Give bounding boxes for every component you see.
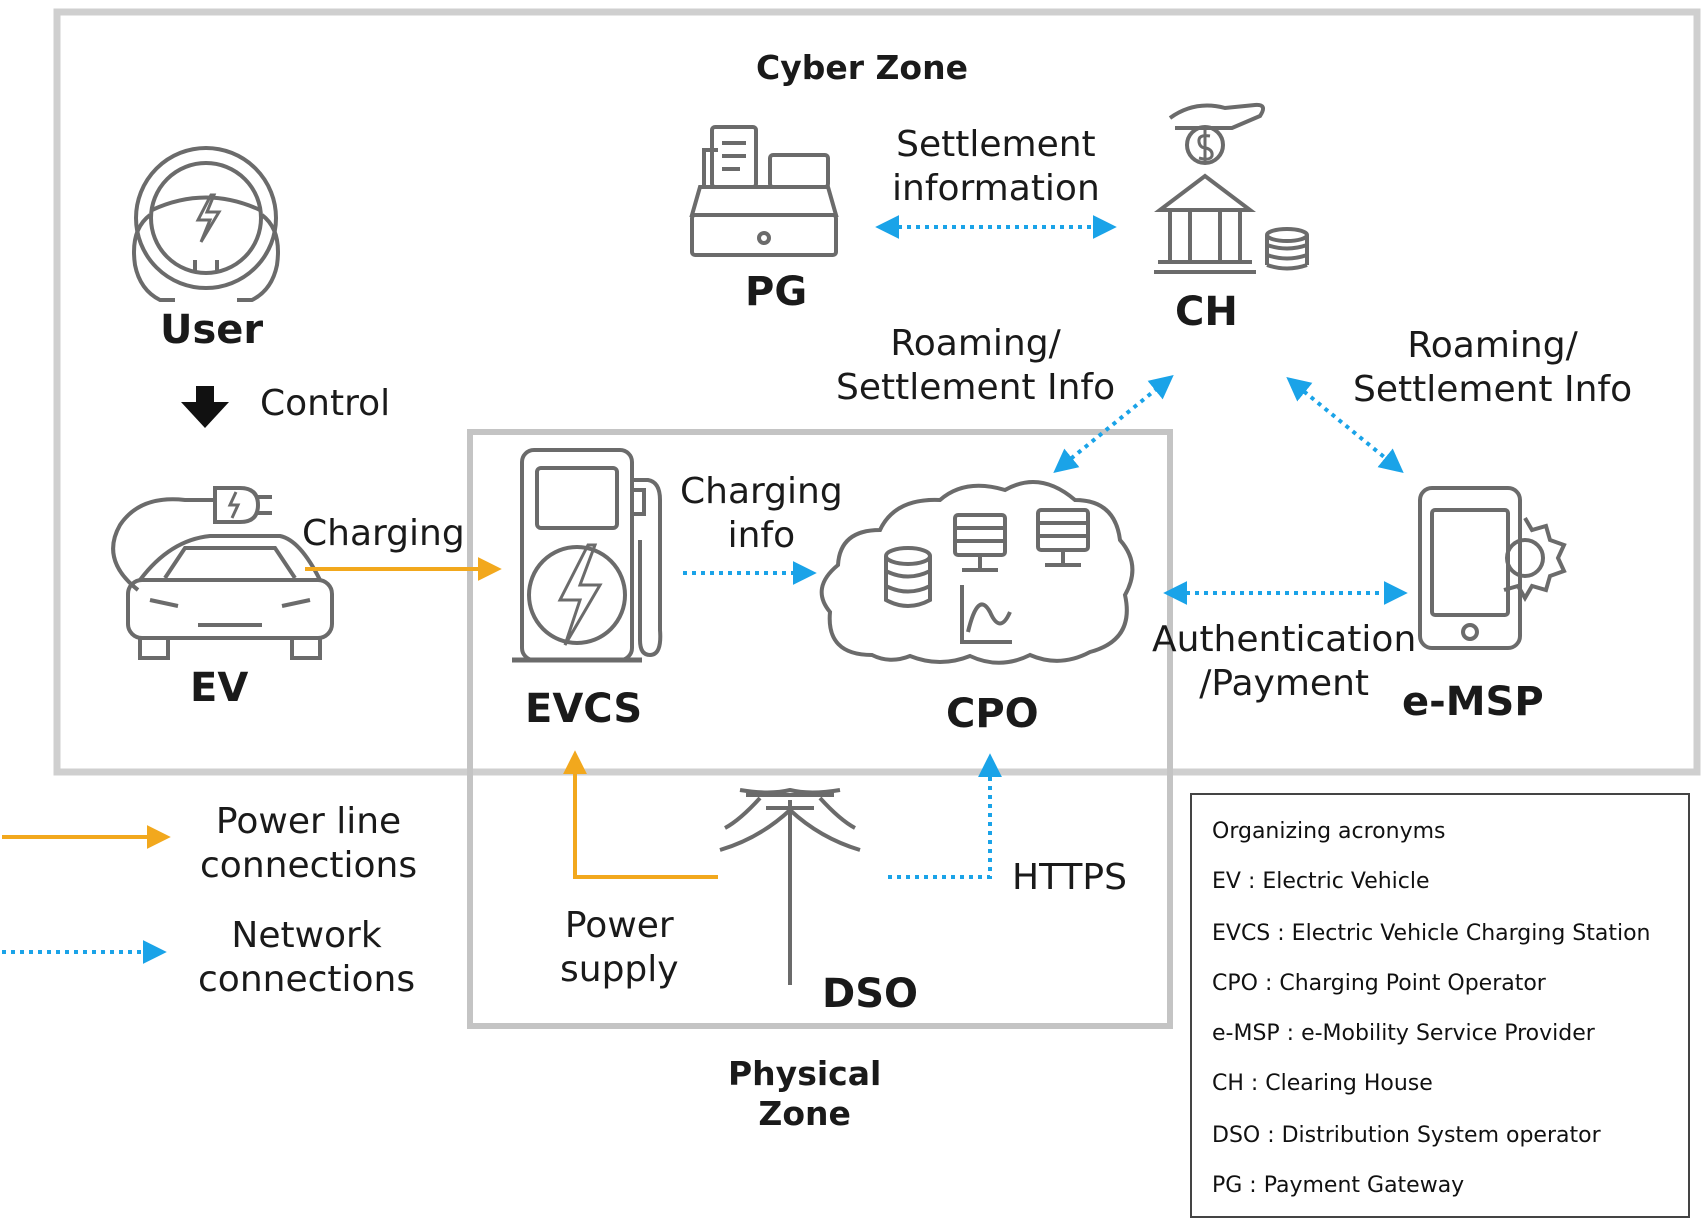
cloud-server-icon	[819, 480, 1135, 665]
roaming-left-line-2: Settlement Info	[836, 366, 1116, 408]
plug-icon	[111, 486, 272, 592]
settlement-information-line-1: Settlement	[896, 124, 1096, 165]
physical-zone-line-1: Physical	[728, 1054, 882, 1093]
cpo-ch-link	[1053, 374, 1174, 474]
acronym-legend-box: Organizing acronyms EV : Electric Vehicl…	[1190, 793, 1690, 1218]
acronym-item: CPO : Charging Point Operator	[1212, 971, 1546, 996]
https-link	[888, 753, 1002, 879]
cyber-zone-box	[53, 8, 1701, 776]
car-icon	[126, 534, 334, 660]
legend-network-text-1: Network	[231, 915, 382, 956]
legend-network-text-2: connections	[198, 958, 416, 1000]
node-cpo: CPO	[946, 691, 1039, 737]
node-pg: PG	[745, 269, 808, 315]
legend-network-label: Network connections	[198, 914, 415, 1002]
charging-info-line-1: Charging	[680, 471, 843, 512]
node-ch: CH	[1175, 289, 1238, 335]
roaming-left-line-1: Roaming/	[890, 323, 1061, 364]
acronym-item: PG : Payment Gateway	[1212, 1173, 1465, 1198]
phone-gear-icon	[1418, 486, 1567, 650]
edge-label-https: HTTPS	[1012, 857, 1127, 898]
legend-power-line-label: Power line connections	[200, 800, 417, 888]
edge-label-settlement-information: Settlement information	[892, 123, 1100, 211]
physical-zone-box	[467, 429, 1173, 1029]
node-evcs: EVCS	[525, 686, 643, 732]
legend-power-line-text-2: connections	[200, 844, 418, 886]
acronym-item: EV : Electric Vehicle	[1212, 869, 1430, 894]
physical-zone-line-2: Zone	[758, 1094, 851, 1134]
edge-label-authentication: Authentication /Payment	[1152, 618, 1416, 706]
acronym-item: CH : Clearing House	[1212, 1071, 1433, 1096]
acronym-title: Organizing acronyms	[1212, 819, 1446, 844]
clearing-house-icon	[1154, 102, 1309, 274]
node-ev: EV	[190, 665, 249, 711]
edge-label-charging: Charging	[302, 513, 465, 554]
acronym-item: e-MSP : e-Mobility Service Provider	[1212, 1021, 1595, 1046]
power-supply-line-2: supply	[560, 948, 679, 990]
roaming-right-line-1: Roaming/	[1407, 325, 1578, 366]
settlement-information-line-2: information	[892, 167, 1100, 209]
edge-label-roaming-right: Roaming/ Settlement Info	[1353, 324, 1632, 412]
roaming-right-line-2: Settlement Info	[1353, 368, 1633, 410]
edge-label-control: Control	[260, 383, 391, 424]
authentication-line-1: Authentication	[1152, 619, 1417, 660]
control-arrow	[181, 386, 229, 428]
charging-info-line-2: info	[727, 514, 796, 556]
edge-label-power-supply: Power supply	[560, 904, 679, 992]
power-supply-line-1: Power	[564, 905, 674, 946]
acronym-item: DSO : Distribution System operator	[1212, 1123, 1601, 1148]
charging-station-icon	[512, 448, 663, 663]
ch-emsp-link	[1286, 376, 1404, 474]
cash-register-icon	[689, 125, 839, 257]
node-dso: DSO	[822, 971, 919, 1017]
edge-label-charging-info: Charging info	[680, 470, 843, 558]
node-user: User	[160, 307, 264, 353]
authentication-line-2: /Payment	[1199, 662, 1369, 704]
legend-power-line-text-1: Power line	[215, 801, 402, 842]
physical-zone-label: Physical Zone	[728, 1054, 881, 1135]
acronym-item: EVCS : Electric Vehicle Charging Station	[1212, 921, 1651, 946]
power-supply-line	[563, 750, 718, 879]
cyber-zone-label: Cyber Zone	[756, 48, 968, 87]
edge-label-roaming-left: Roaming/ Settlement Info	[836, 322, 1115, 410]
utility-pole-icon	[719, 787, 861, 985]
steering-wheel-icon	[132, 146, 280, 302]
node-emsp: e-MSP	[1402, 679, 1544, 725]
